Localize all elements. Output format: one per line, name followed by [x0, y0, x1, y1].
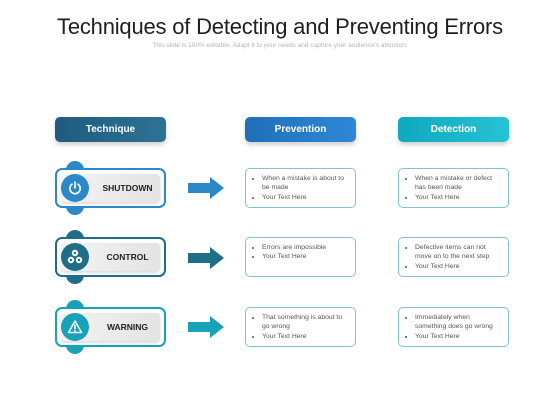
arrow-right-icon: [188, 177, 224, 199]
page-title: Techniques of Detecting and Preventing E…: [57, 14, 503, 39]
header-technique: Technique: [55, 117, 166, 142]
technique-label: SHUTDOWN: [102, 183, 153, 193]
prevention-box: When a mistake is about to be made Your …: [245, 168, 356, 208]
detection-box: Defective items can not move on to the n…: [398, 237, 509, 277]
detection-box: Immediately when something does go wrong…: [398, 307, 509, 347]
list-item: Defective items can not move on to the n…: [415, 243, 502, 262]
header-detection: Detection: [398, 117, 509, 142]
page-subtitle: This slide is 100% editable. Adapt it to…: [152, 42, 408, 49]
list-item: Your Text Here: [415, 262, 502, 271]
list-item: Your Text Here: [415, 193, 502, 202]
arrow-right-icon: [188, 247, 224, 269]
list-item: When a mistake is about to be made: [262, 174, 349, 193]
prevention-box: Errors are impossible Your Text Here: [245, 237, 356, 277]
list-item: Errors are impossible: [262, 243, 349, 252]
power-icon: [61, 174, 89, 202]
list-item: Immediately when something does go wrong: [415, 313, 502, 332]
technique-control: CONTROL: [55, 230, 166, 284]
list-item: Your Text Here: [415, 332, 502, 341]
list-item: That something is about to go wrong: [262, 313, 349, 332]
list-item: Your Text Here: [262, 332, 349, 341]
technique-warning: WARNING: [55, 300, 166, 354]
warning-icon: [61, 313, 89, 341]
gears-icon: [61, 243, 89, 271]
detection-box: When a mistake or defect has been made Y…: [398, 168, 509, 208]
list-item: Your Text Here: [262, 252, 349, 261]
arrow-right-icon: [188, 316, 224, 338]
technique-shutdown: SHUTDOWN: [55, 161, 166, 215]
header-prevention: Prevention: [245, 117, 356, 142]
prevention-box: That something is about to go wrong Your…: [245, 307, 356, 347]
technique-label: WARNING: [106, 322, 149, 332]
technique-label: CONTROL: [106, 252, 149, 262]
list-item: When a mistake or defect has been made: [415, 174, 502, 193]
list-item: Your Text Here: [262, 193, 349, 202]
